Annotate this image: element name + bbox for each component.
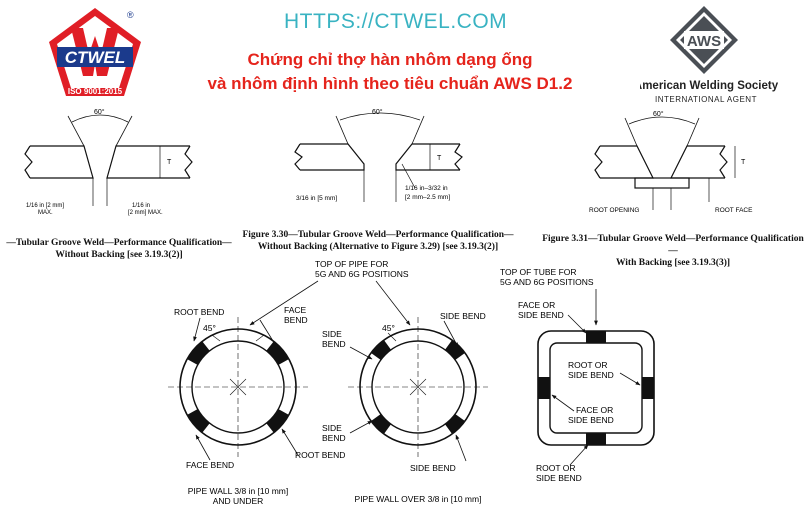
aws-logo: AWS American Welding Society INTERNATION… bbox=[640, 6, 779, 104]
tube-root-bottom-2: SIDE BEND bbox=[536, 473, 582, 483]
pipe1-root-bend-top: ROOT BEND bbox=[174, 307, 224, 317]
tube-top-2: 5G AND 6G POSITIONS bbox=[500, 277, 594, 287]
fig-mid-dim-root: 3/16 in [5 mm] bbox=[296, 195, 337, 202]
bend-specimen-diagram: ROOT BEND FACE BEND 45° FACE BEND ROOT B… bbox=[168, 259, 655, 506]
logo-registered: ® bbox=[127, 10, 134, 20]
tube-root-bottom-1: ROOT OR bbox=[536, 463, 576, 473]
pipe1-angle: 45° bbox=[203, 323, 216, 333]
fig-right-root-opening: ROOT OPENING bbox=[589, 207, 639, 214]
pipe1-face-bend-top-2: BEND bbox=[284, 315, 308, 325]
fig-right-angle: 60° bbox=[653, 110, 664, 118]
figure-groove-with-backing: 60° T ROOT OPENING ROOT FACE bbox=[589, 110, 753, 214]
pipe1-root-bend-bottom: ROOT BEND bbox=[295, 450, 345, 460]
pipe2-side-bend-tr: SIDE BEND bbox=[440, 311, 486, 321]
fig-left-angle: 60° bbox=[94, 108, 105, 116]
fig-left-dim-right-2: [2 mm] MAX. bbox=[128, 210, 163, 216]
pipe1-face-bend-bottom: FACE BEND bbox=[186, 460, 234, 470]
fig-left-t: T bbox=[167, 159, 172, 166]
page-title-line-2: và nhôm định hình theo tiêu chuẩn AWS D1… bbox=[207, 74, 573, 93]
ctwel-logo: CTWEL ® ISO 9001:2015 bbox=[49, 8, 141, 96]
fig-mid-caption-line-2: Without Backing (Alternative to Figure 3… bbox=[257, 242, 499, 252]
fig-right-caption-line-2: With Backing [see 3.19.3(3)] bbox=[615, 258, 731, 268]
pipe2-angle: 45° bbox=[382, 323, 395, 333]
fig-mid-caption-line-1: Figure 3.30—Tubular Groove Weld—Performa… bbox=[242, 230, 514, 240]
pipe-small-wall: ROOT BEND FACE BEND 45° FACE BEND ROOT B… bbox=[168, 305, 345, 506]
top-of-pipe-2: 5G AND 6G POSITIONS bbox=[315, 269, 409, 279]
tube-root-mid-1: ROOT OR bbox=[568, 360, 608, 370]
fig-left-dim-right: 1/16 in bbox=[132, 203, 150, 209]
pipe2-side-bend-bl-1: SIDE bbox=[322, 423, 342, 433]
page-title-line-1: Chứng chỉ thợ hàn nhôm dạng ống bbox=[247, 50, 533, 69]
fig-mid-t: T bbox=[437, 155, 442, 162]
logo-iso: ISO 9001:2015 bbox=[68, 87, 123, 96]
fig-left-dim-left: 1/16 in [2 mm] bbox=[26, 203, 64, 209]
fig-left-caption-line-2: Without Backing [see 3.19.3(2)] bbox=[55, 250, 183, 260]
fig-right-root-face: ROOT FACE bbox=[715, 207, 753, 214]
pipe2-side-bend-br: SIDE BEND bbox=[410, 463, 456, 473]
square-tube: TOP OF TUBE FOR 5G AND 6G POSITIONS FACE… bbox=[500, 267, 655, 483]
aws-mark: AWS bbox=[687, 33, 721, 50]
fig-left-dim-left-2: MAX. bbox=[38, 210, 53, 216]
tube-face-top-2: SIDE BEND bbox=[518, 310, 564, 320]
fig-mid-caption: Figure 3.30—Tubular Groove Weld—Performa… bbox=[228, 229, 528, 253]
aws-agent: INTERNATIONAL AGENT bbox=[655, 95, 757, 104]
fig-right-caption-line-1: Figure 3.31—Tubular Groove Weld—Performa… bbox=[542, 234, 804, 256]
pipe2-wall: PIPE WALL OVER 3/8 in [10 mm] bbox=[355, 494, 482, 504]
site-url[interactable]: HTTPS://CTWEL.COM bbox=[284, 10, 508, 33]
fig-mid-dim-land-2: [2 mm–2.5 mm] bbox=[405, 194, 450, 201]
top-of-pipe-1: TOP OF PIPE FOR bbox=[315, 259, 388, 269]
tube-face-mid-1: FACE OR bbox=[576, 405, 613, 415]
pipe1-wall-2: AND UNDER bbox=[213, 496, 264, 506]
fig-right-t: T bbox=[741, 159, 746, 166]
pipe1-face-bend-top-1: FACE bbox=[284, 305, 307, 315]
aws-name: American Welding Society bbox=[640, 80, 779, 92]
pipe-large-wall: 45° SIDE BEND SIDE BEND SIDE BEND SIDE B… bbox=[322, 311, 488, 504]
fig-left-caption: —Tubular Groove Weld—Performance Qualifi… bbox=[4, 237, 234, 261]
figure-groove-without-backing: 60° T 1/16 in [2 mm] MAX. 1/16 in [2 mm]… bbox=[24, 108, 193, 216]
fig-mid-angle: 60° bbox=[372, 108, 383, 116]
tube-root-mid-2: SIDE BEND bbox=[568, 370, 614, 380]
fig-mid-dim-land: 1/16 in–3/32 in bbox=[405, 185, 448, 192]
tube-face-mid-2: SIDE BEND bbox=[568, 415, 614, 425]
figure-groove-alternative: 60° T 3/16 in [5 mm] 1/16 in–3/32 in [2 … bbox=[294, 108, 463, 202]
pipe2-side-bend-l-2: BEND bbox=[322, 339, 346, 349]
tube-face-top-1: FACE OR bbox=[518, 300, 555, 310]
pipe2-side-bend-l-1: SIDE bbox=[322, 329, 342, 339]
pipe1-wall-1: PIPE WALL 3/8 in [10 mm] bbox=[188, 486, 288, 496]
pipe2-side-bend-bl-2: BEND bbox=[322, 433, 346, 443]
fig-left-caption-line-1: —Tubular Groove Weld—Performance Qualifi… bbox=[6, 238, 232, 248]
fig-right-caption: Figure 3.31—Tubular Groove Weld—Performa… bbox=[540, 233, 806, 269]
logo-brand: CTWEL bbox=[65, 48, 125, 67]
tube-top-1: TOP OF TUBE FOR bbox=[500, 267, 577, 277]
